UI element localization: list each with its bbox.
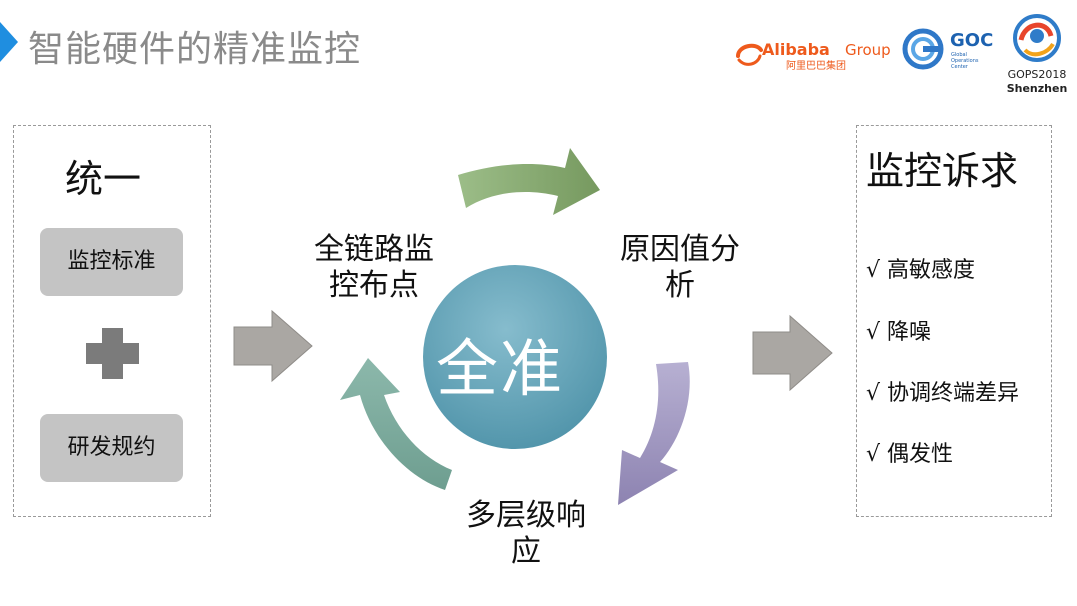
left-flow-arrow	[233, 309, 313, 383]
right-flow-arrow	[752, 314, 833, 392]
need-item: √ 高敏感度	[866, 258, 976, 283]
teal-curved-arrow	[340, 358, 452, 490]
alibaba-name: Alibaba	[762, 40, 830, 59]
page-title: 智能硬件的精准监控	[28, 29, 362, 70]
alibaba-smile-icon	[736, 43, 763, 66]
gops-caption: GOPS2018 Shenzhen	[1006, 68, 1068, 95]
green-curved-arrow	[458, 148, 600, 215]
alibaba-group-text: Group	[845, 41, 891, 59]
needs-title: 监控诉求	[866, 149, 1019, 193]
plus-icon-vertical	[102, 328, 123, 379]
alibaba-group-logo: Alibaba Group 阿里巴巴集团	[734, 40, 894, 72]
center-circle-label: 全准	[436, 332, 565, 405]
gops-emblem-icon	[1013, 14, 1061, 62]
monitoring-needs-panel	[856, 125, 1052, 517]
goc-text: GOC	[950, 30, 994, 51]
purple-curved-arrow	[618, 362, 690, 505]
need-item: √ 协调终端差异	[866, 381, 1020, 406]
monitoring-standard-box: 监控标准	[40, 228, 183, 296]
goc-subtitle: Global Operations Center	[951, 52, 979, 70]
goc-ring-icon	[902, 28, 944, 70]
node-root-cause-analysis: 原因值分 析	[620, 232, 740, 303]
need-item: √ 降噪	[866, 320, 932, 345]
node-multi-level-response: 多层级响 应	[466, 498, 586, 569]
need-item: √ 偶发性	[866, 442, 954, 467]
node-full-link-monitoring: 全链路监 控布点	[314, 232, 434, 303]
goc-logo: GOC Global Operations Center	[900, 26, 1010, 76]
unified-standards-panel	[13, 125, 211, 517]
title-accent-chevron	[0, 22, 18, 62]
dev-conventions-box: 研发规约	[40, 414, 183, 482]
unify-title: 统一	[65, 157, 142, 201]
gops-logo: GOPS2018 Shenzhen	[1004, 10, 1070, 98]
center-circle	[423, 265, 607, 449]
alibaba-cn-text: 阿里巴巴集团	[786, 61, 846, 72]
